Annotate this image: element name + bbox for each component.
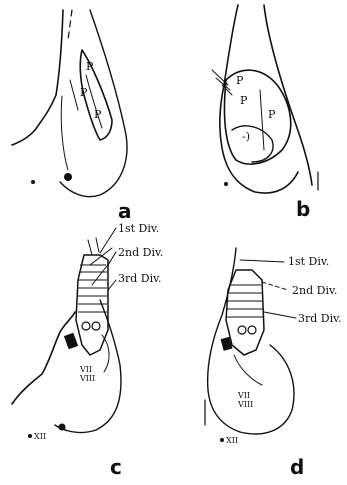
panel-b-label-p1: P — [236, 74, 244, 87]
panel-c: VII VIII XII 1st Div. 2nd Div. 3rd Div. … — [12, 222, 163, 479]
panel-d-div-2: 2nd Div. — [292, 284, 337, 297]
svg-text:-): -) — [242, 130, 250, 143]
panel-b-label-p2: P — [240, 94, 248, 107]
panel-a: P P P a — [12, 10, 132, 223]
panel-d-nerve-xii: XII — [226, 436, 238, 445]
panel-c-div-1: 1st Div. — [118, 222, 159, 235]
panel-b: P P P -) b — [212, 5, 318, 221]
panel-d-hatching — [227, 285, 263, 317]
panel-a-dot-small — [31, 180, 35, 184]
panel-a-letter: a — [118, 199, 132, 223]
panel-a-label-p2: P — [80, 86, 88, 99]
panel-d-nerve-vii: VII — [237, 391, 250, 400]
panel-d-nerve-viii: VIII — [237, 400, 253, 409]
panel-c-nerve-viii: VIII — [79, 374, 95, 383]
panel-c-nerve-xii: XII — [34, 432, 46, 441]
panel-c-div-3: 3rd Div. — [118, 272, 162, 285]
panel-d-div-1: 1st Div. — [288, 255, 329, 268]
panel-d: VII VIII XII 1st Div. 2nd Div. 3rd Div. … — [205, 248, 342, 479]
panel-c-letter: c — [110, 455, 122, 479]
panel-a-label-p3: P — [94, 108, 102, 121]
panel-b-dot — [224, 182, 228, 186]
panel-c-div-2: 2nd Div. — [118, 246, 163, 259]
panel-d-letter: d — [290, 455, 304, 479]
panel-b-letter: b — [296, 197, 310, 221]
panel-a-label-p1: P — [86, 60, 94, 73]
panel-b-label-p3: P — [268, 108, 276, 121]
panel-c-nerve-vii: VII — [79, 365, 92, 374]
panel-a-dot — [64, 173, 72, 181]
panel-d-div-3: 3rd Div. — [298, 312, 342, 325]
